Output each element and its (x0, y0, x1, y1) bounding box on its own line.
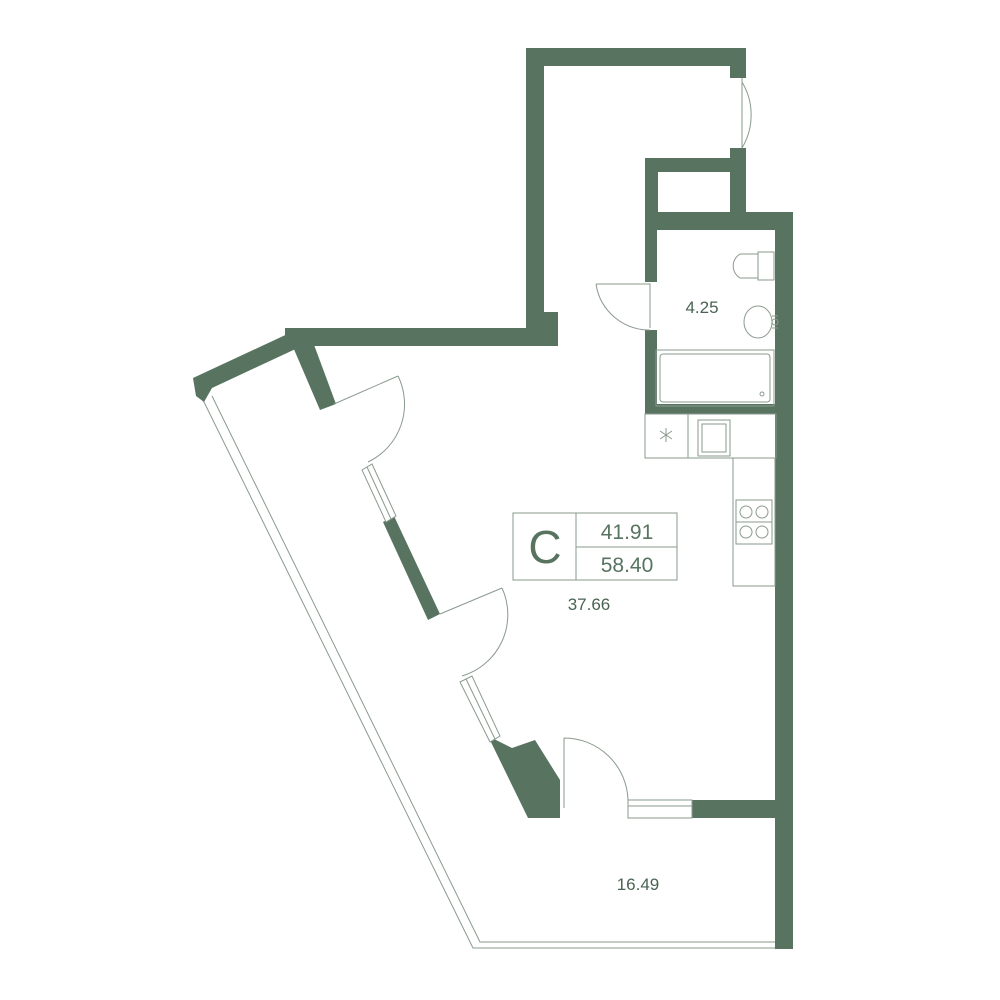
main-room-area: 37.66 (568, 595, 611, 614)
balcony-area: 16.49 (617, 875, 660, 894)
window-bottom-door-frame (627, 799, 693, 819)
bathroom-area: 4.25 (685, 298, 718, 317)
wall-living-top (285, 328, 558, 346)
bathroom-fixtures (655, 251, 779, 407)
wall-corner-column (526, 312, 558, 346)
door-balcony-middle (439, 587, 509, 677)
wall-bathroom-left-upper (645, 212, 657, 282)
wall-living-left-stub (290, 334, 336, 410)
wall-partition-middle (383, 516, 440, 620)
wall-bathroom-bottom (645, 404, 776, 414)
wall-right (775, 212, 793, 949)
toilet-icon (732, 251, 775, 281)
doors (333, 78, 752, 808)
apartment-type-letter: C (528, 521, 561, 573)
wall-bathroom-left-lower (645, 330, 657, 414)
door-entrance (741, 78, 752, 149)
apartment-info-box: C 41.91 58.40 (512, 512, 678, 581)
windows (361, 463, 693, 819)
door-balcony-upper (333, 375, 405, 463)
walls (193, 48, 793, 949)
fridge-icon (697, 419, 731, 457)
wall-corridor-left (526, 48, 544, 338)
wall-partition-lower (488, 736, 560, 818)
bathtub-icon (655, 349, 775, 407)
wall-corridor-top (526, 48, 746, 78)
kitchen-counter-side (732, 457, 776, 587)
wall-balcony-corner (193, 331, 302, 402)
asterisk-vent-icon (659, 428, 673, 442)
wall-entrance-jamb (730, 148, 746, 214)
total-area: 58.40 (601, 554, 654, 577)
kitchen (644, 413, 777, 587)
door-bathroom (595, 283, 651, 331)
balcony-glazing (202, 395, 778, 949)
wall-niche (645, 158, 793, 230)
stove-icon (735, 499, 773, 545)
door-balcony-bottom (563, 737, 629, 808)
sink-icon (743, 305, 779, 339)
living-area: 41.91 (601, 521, 654, 544)
wall-room-bottom (692, 800, 777, 818)
kitchen-counter-top (644, 413, 777, 459)
